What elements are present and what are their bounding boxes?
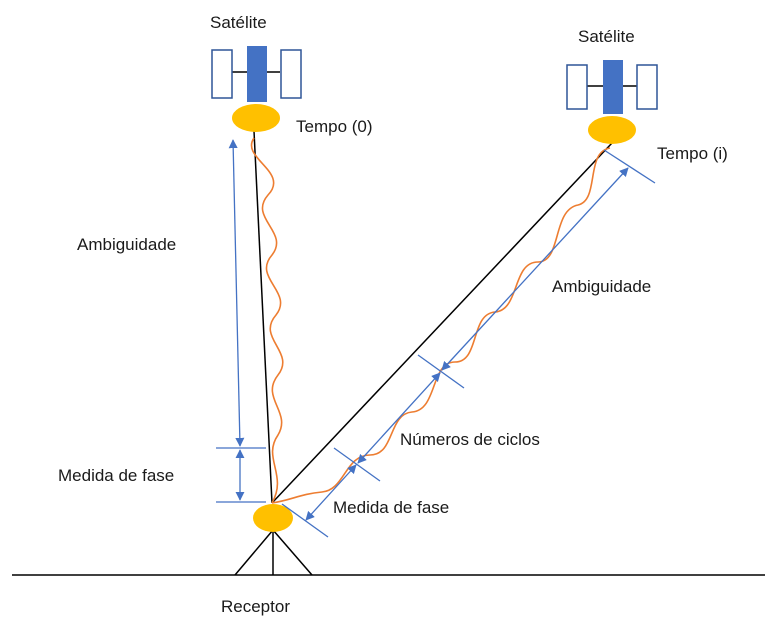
tick-right-bottom (281, 503, 329, 538)
signal-wave-left (250, 137, 284, 504)
satellite-right-label: Satélite (578, 27, 635, 46)
receiver-antenna-icon (253, 504, 293, 532)
satellite-icon-left (211, 46, 302, 102)
tick-right-top (603, 149, 656, 184)
receiver-label: Receptor (221, 597, 290, 616)
antenna-icon-right (588, 116, 636, 144)
phase-arrow-right (305, 464, 357, 521)
satellite-left-label: Satélite (210, 13, 267, 32)
ambiguity-arrow-left (228, 139, 245, 447)
line-of-sight-left (253, 130, 273, 504)
time-i-label: Tempo (i) (657, 144, 728, 163)
tick-right-upper (417, 354, 465, 389)
phase-left-label: Medida de fase (58, 466, 174, 485)
tripod-icon (234, 529, 313, 576)
right-measurements (281, 149, 656, 538)
satellite-icon-right (566, 60, 658, 114)
left-measurements (216, 139, 266, 503)
ambiguity-arrow-right (441, 167, 629, 371)
phase-right-label: Medida de fase (333, 498, 449, 517)
time-zero-label: Tempo (0) (296, 117, 373, 136)
tick-right-lower (333, 447, 381, 482)
cycles-arrow (357, 372, 441, 464)
line-of-sight-right (271, 142, 613, 504)
ambiguity-right-label: Ambiguidade (552, 277, 651, 296)
cycles-label: Números de ciclos (400, 430, 540, 449)
ambiguity-left-label: Ambiguidade (77, 235, 176, 254)
antenna-icon-left (232, 104, 280, 132)
